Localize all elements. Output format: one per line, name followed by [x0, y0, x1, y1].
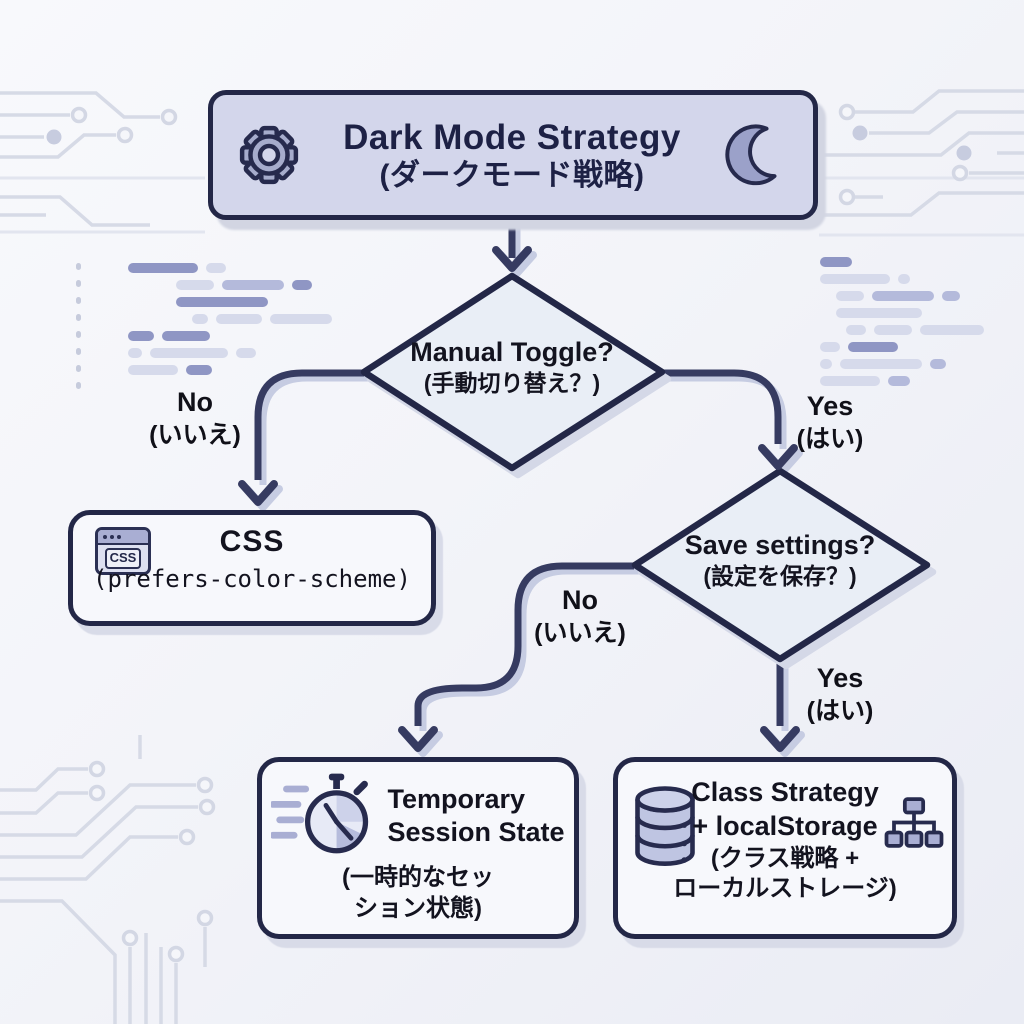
branch-label-save-yes: Yes (はい) [780, 662, 900, 727]
branch-label-save-no: No (いいえ) [505, 584, 655, 649]
outcome-css-subtitle: (prefers-color-scheme) [93, 565, 411, 593]
branch-label-manual-no: No (いいえ) [125, 386, 265, 451]
title-text-jp: (ダークモード戦略) [379, 158, 645, 192]
decision-save-settings-en: Save settings? [684, 530, 876, 560]
circuit-decoration-top-right [819, 89, 1024, 237]
gear-icon [239, 125, 299, 185]
css-browser-window-icon: CSS [95, 527, 151, 575]
branch-label-manual-yes-en: Yes [806, 391, 854, 421]
branch-label-save-yes-en: Yes [816, 663, 864, 693]
outcome-class-jp2: ローカルストレージ) [673, 874, 897, 902]
page-title: Dark Mode Strategy (ダークモード戦略) [343, 117, 681, 194]
outcome-temp-en1: Temporary [387, 784, 525, 815]
outcome-node-class-strategy-localstorage: Class Strategy + localStorage (クラス戦略 + ロ… [613, 757, 957, 939]
branch-label-manual-yes: Yes (はい) [765, 390, 895, 455]
outcome-css-title: CSS [219, 525, 285, 558]
code-lines-decoration-right [820, 257, 1024, 386]
stopwatch-icon [271, 773, 369, 854]
circuit-decoration-top-left [0, 91, 205, 234]
title-text-en: Dark Mode Strategy [343, 117, 681, 157]
outcome-node-temporary-session-state: Temporary Session State (一時的なセッ ション状態) [257, 757, 579, 939]
outcome-class-jp1: (クラス戦略 + [710, 844, 860, 872]
code-lines-decoration-left [92, 263, 362, 375]
decision-manual-toggle-jp: (手動切り替え？) [423, 369, 601, 396]
branch-label-manual-no-jp: (いいえ) [149, 420, 241, 449]
crescent-moon-icon [725, 124, 777, 186]
branch-label-save-yes-jp: (はい) [806, 696, 874, 725]
outcome-class-en1: Class Strategy [691, 777, 879, 807]
circuit-decoration-bottom-left [0, 735, 216, 1024]
outcome-temp-jp2: ション状態) [354, 895, 482, 922]
outcome-temp-jp-lines: (一時的なセッ ション状態) [342, 863, 494, 924]
branch-label-manual-yes-jp: (はい) [796, 424, 864, 453]
decision-save-settings-jp: (設定を保存？) [703, 562, 857, 589]
branch-label-save-no-jp: (いいえ) [534, 618, 626, 647]
branch-label-manual-no-en: No [177, 387, 213, 417]
code-gutter-dots-decoration [76, 263, 81, 389]
decision-save-settings-label: Save settings? (設定を保存？) [650, 529, 910, 590]
outcome-class-en2: + localStorage [692, 810, 878, 841]
css-icon-label: CSS [104, 548, 142, 569]
decision-manual-toggle-en: Manual Toggle? [410, 337, 614, 367]
branch-label-save-no-en: No [562, 585, 598, 615]
outcome-temp-jp1: (一時的なセッ [342, 864, 494, 892]
decision-manual-toggle-label: Manual Toggle? (手動切り替え？) [382, 336, 642, 397]
outcome-temp-en2: Session State [387, 817, 565, 848]
outcome-temp-en-lines: Temporary Session State [387, 783, 564, 849]
title-node-dark-mode-strategy: Dark Mode Strategy (ダークモード戦略) [208, 90, 818, 220]
database-icon [635, 786, 695, 866]
outcome-node-css-prefers-color-scheme: CSS CSS (prefers-color-scheme) [68, 510, 436, 626]
class-hierarchy-icon [884, 797, 944, 848]
